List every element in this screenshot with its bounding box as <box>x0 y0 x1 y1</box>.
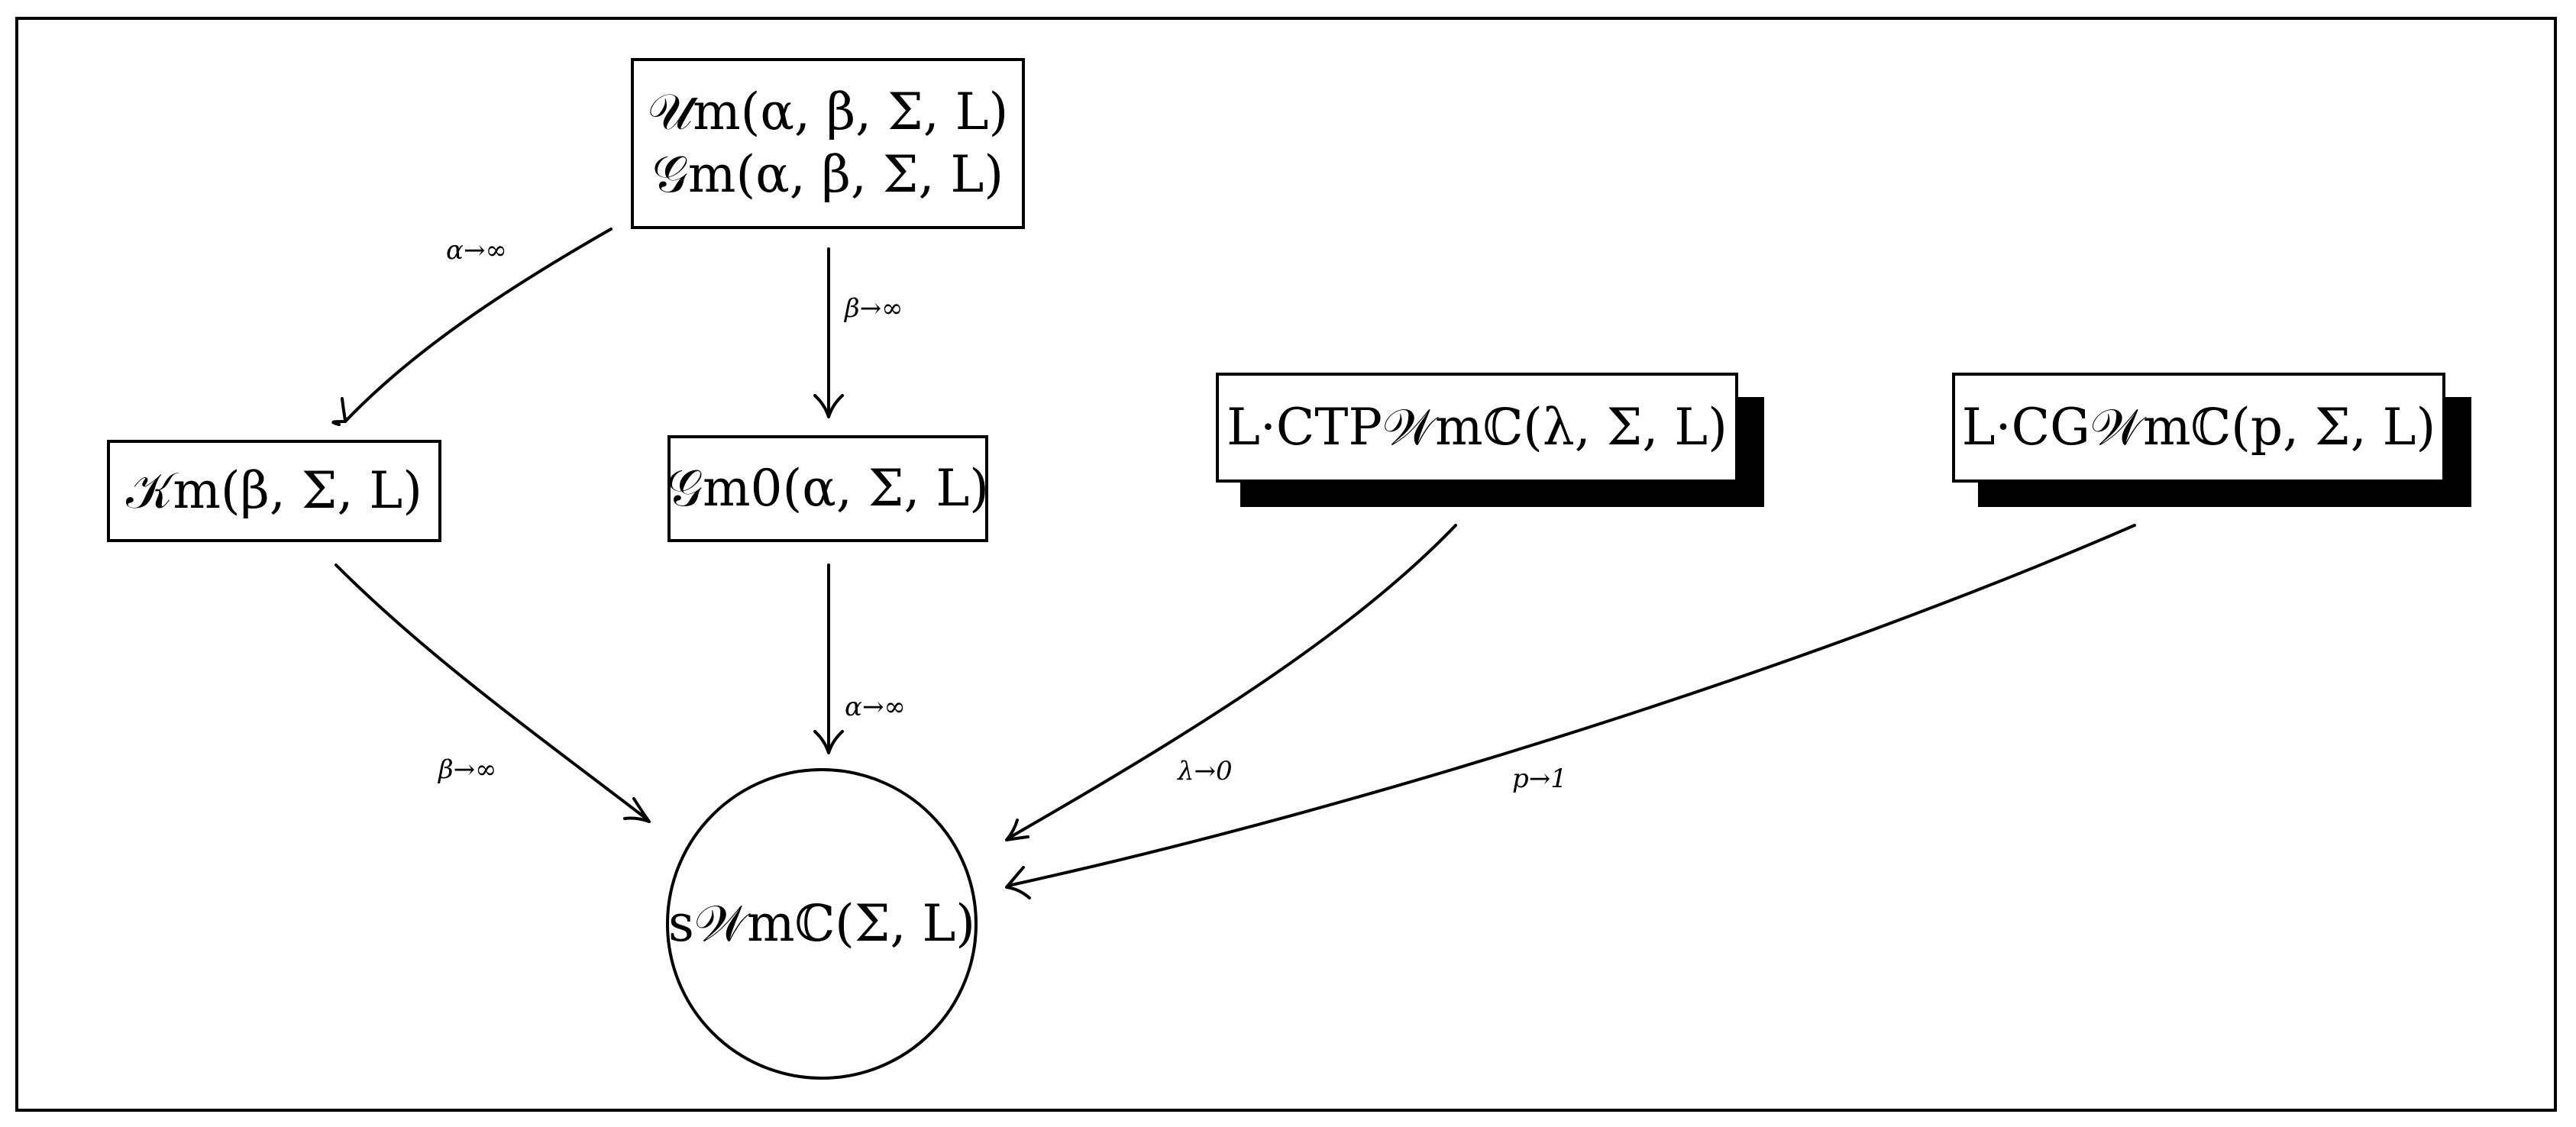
node-cg-label: L·CG𝒲mℂ(p, Σ, L) <box>1961 397 2436 457</box>
node-ctp: L·CTP𝒲mℂ(λ, Σ, L) <box>1216 373 1738 483</box>
node-ctp-label: L·CTP𝒲mℂ(λ, Σ, L) <box>1227 397 1728 457</box>
edge-cg-to-sw <box>1007 524 2136 887</box>
edge-ctp-to-sw <box>1007 524 1457 840</box>
arrowhead-cg-to-sw <box>1005 866 1031 899</box>
label-beta-to-inf-bottom: β→∞ <box>438 754 497 785</box>
edge-k-to-sw <box>335 564 648 820</box>
label-lambda-to-zero: λ→0 <box>1178 756 1233 786</box>
label-alpha-to-inf-left: α→∞ <box>446 235 507 266</box>
node-k-label: 𝒦m(β, Σ, L) <box>126 460 422 520</box>
arrowhead-top-to-g0 <box>813 394 844 418</box>
node-g-label: 𝒢m(α, β, Σ, L) <box>651 145 1004 204</box>
label-p-to-one: p→1 <box>1512 764 1567 794</box>
node-k: 𝒦m(β, Σ, L) <box>107 440 441 542</box>
label-beta-to-inf-top: β→∞ <box>845 293 903 324</box>
node-u-label: 𝒰m(α, β, Σ, L) <box>647 82 1009 141</box>
edge-top-to-k <box>344 228 612 423</box>
label-alpha-to-inf-bottom: α→∞ <box>845 692 906 722</box>
node-cg: L·CG𝒲mℂ(p, Σ, L) <box>1952 373 2445 483</box>
node-g0-label: 𝒢m0(α, Σ, L) <box>666 458 990 518</box>
node-sw: s𝒲mℂ(Σ, L) <box>666 768 978 1080</box>
node-sw-label: s𝒲mℂ(Σ, L) <box>667 893 976 953</box>
node-g0: 𝒢m0(α, Σ, L) <box>666 435 990 542</box>
arrowhead-ctp-to-sw <box>1005 819 1029 841</box>
outer-frame <box>15 17 2557 1112</box>
arrowhead-k-to-sw <box>623 797 651 823</box>
arrowhead-top-to-k <box>331 397 347 426</box>
node-ug: 𝒰m(α, β, Σ, L) 𝒢m(α, β, Σ, L) <box>631 58 1025 229</box>
arrowhead-g0-to-sw <box>813 730 844 754</box>
